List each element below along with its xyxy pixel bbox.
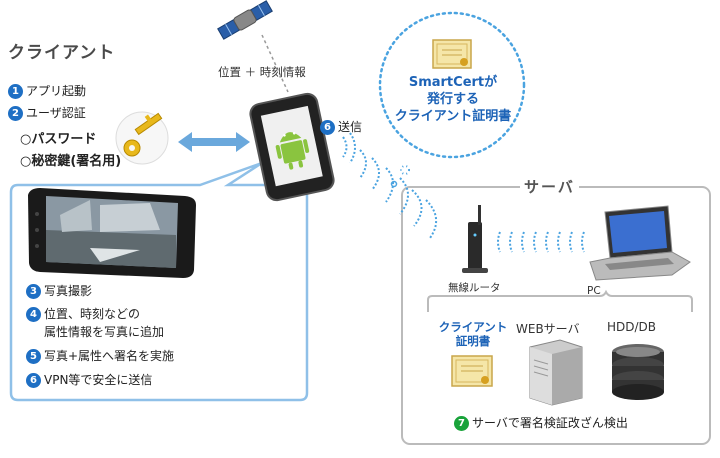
certificate-icon bbox=[432, 39, 472, 69]
auth-private-key: ○秘密鍵(署名用) bbox=[20, 154, 122, 169]
bubble-line: SmartCertが bbox=[408, 75, 498, 90]
web-server-label: WEBサーバ bbox=[516, 322, 580, 336]
step-number: 2 bbox=[8, 106, 23, 121]
laptop-icon bbox=[589, 205, 691, 281]
step-4-continued: 属性情報を写真に追加 bbox=[44, 325, 165, 339]
step-number: 3 bbox=[26, 284, 41, 299]
step-number: 6 bbox=[320, 120, 335, 135]
key-icon bbox=[115, 111, 169, 165]
double-arrow-icon bbox=[178, 132, 250, 152]
cert-label-line: クライアント bbox=[438, 320, 508, 334]
satellite-icon bbox=[217, 0, 273, 40]
router-label: 無線ルータ bbox=[448, 282, 501, 294]
step-text: 送信 bbox=[338, 120, 363, 134]
step-number: 4 bbox=[26, 307, 41, 322]
server-tower-icon bbox=[529, 339, 583, 406]
smartphone-android-icon bbox=[249, 92, 335, 202]
router-icon bbox=[462, 205, 488, 273]
step-text: 写真撮影 bbox=[44, 284, 93, 298]
camera-phone-image bbox=[28, 188, 196, 278]
step-number: 1 bbox=[8, 84, 23, 99]
auth-password: ○パスワード bbox=[20, 132, 97, 147]
pc-label: PC bbox=[587, 285, 601, 297]
server-title: サーバ bbox=[520, 176, 579, 197]
cert-label: クライアント 証明書 bbox=[428, 320, 518, 348]
step-number: 6 bbox=[26, 373, 41, 388]
step-number: 7 bbox=[454, 416, 469, 431]
step-text: ユーザ認証 bbox=[26, 106, 86, 120]
step-text: 位置、時刻などの bbox=[44, 307, 141, 321]
client-title: クライアント bbox=[8, 43, 116, 63]
signal-waves-icon bbox=[342, 132, 437, 239]
bubble-line: 発行する bbox=[426, 92, 479, 107]
step-number: 5 bbox=[26, 349, 41, 364]
cert-label-line: 証明書 bbox=[455, 334, 491, 348]
bubble-text: SmartCertが 発行する クライアント証明書 bbox=[378, 74, 528, 125]
bubble-line: クライアント証明書 bbox=[394, 109, 512, 124]
step-text: VPN等で安全に送信 bbox=[44, 373, 153, 387]
db-label: HDD/DB bbox=[607, 320, 657, 334]
database-icon bbox=[612, 344, 664, 400]
step-text: 写真+属性へ署名を実施 bbox=[44, 349, 175, 363]
satellite-label: 位置 ＋ 時刻情報 bbox=[218, 65, 306, 79]
cert-bubble bbox=[378, 11, 526, 159]
step-text: アプリ起動 bbox=[26, 84, 87, 98]
step-text: サーバで署名検証改ざん検出 bbox=[472, 416, 628, 430]
